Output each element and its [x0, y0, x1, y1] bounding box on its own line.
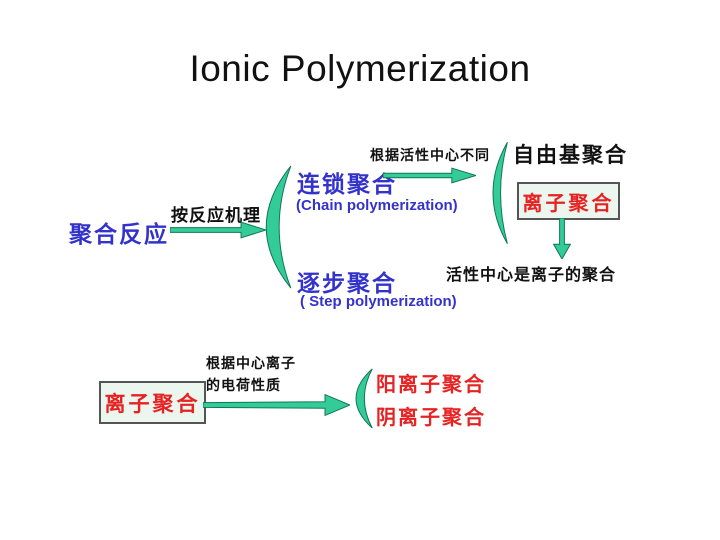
arrow-right-icon [203, 393, 350, 417]
arrow-right-icon [383, 167, 476, 184]
arrow-right-icon [170, 221, 266, 239]
node-cationic-polymerization: 阳离子聚合 [376, 374, 486, 396]
arrow1-label: 按反应机理 [171, 206, 261, 225]
node-free-radical-polymerization: 自由基聚合 [513, 144, 628, 167]
node-ionic-polymerization: 离子聚合 [522, 192, 615, 215]
node-chain-polymerization-en: (Chain polymerization) [296, 197, 458, 214]
arrow2-label: 根据活性中心不同 [370, 147, 490, 163]
node-ionic-polymerization-root: 离子聚合 [104, 392, 201, 416]
brace-crescent-icon [487, 139, 511, 247]
brace-crescent-icon [256, 162, 297, 292]
node-step-polymerization: 逐步聚合 [297, 270, 397, 296]
node-anionic-polymerization: 阴离子聚合 [376, 407, 486, 429]
arrow-down-icon [553, 218, 571, 259]
brace-crescent-icon [351, 367, 376, 430]
arrow3-label-line2: 的电荷性质 [206, 377, 281, 393]
node-step-polymerization-en: ( Step polymerization) [300, 293, 457, 310]
node-chain-polymerization: 连锁聚合 [297, 171, 397, 197]
ionic-note: 活性中心是离子的聚合 [446, 267, 617, 284]
slide-title: Ionic Polymerization [189, 48, 531, 89]
node-polymerization-reaction: 聚合反应 [69, 221, 169, 247]
ionic-polymerization-box: 离子聚合 [99, 381, 206, 424]
ionic-polymerization-box: 离子聚合 [517, 182, 620, 220]
arrow3-label-line1: 根据中心离子 [206, 355, 296, 371]
